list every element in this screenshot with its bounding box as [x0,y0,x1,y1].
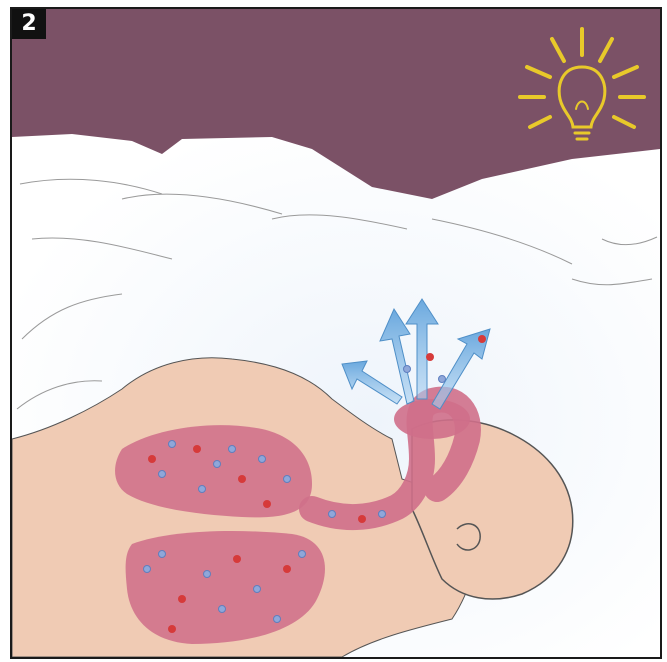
illustration-panel: 2 [10,7,662,659]
scene-illustration [12,9,660,657]
panel-number-badge: 2 [12,9,46,39]
mouth-cavity [394,399,470,439]
